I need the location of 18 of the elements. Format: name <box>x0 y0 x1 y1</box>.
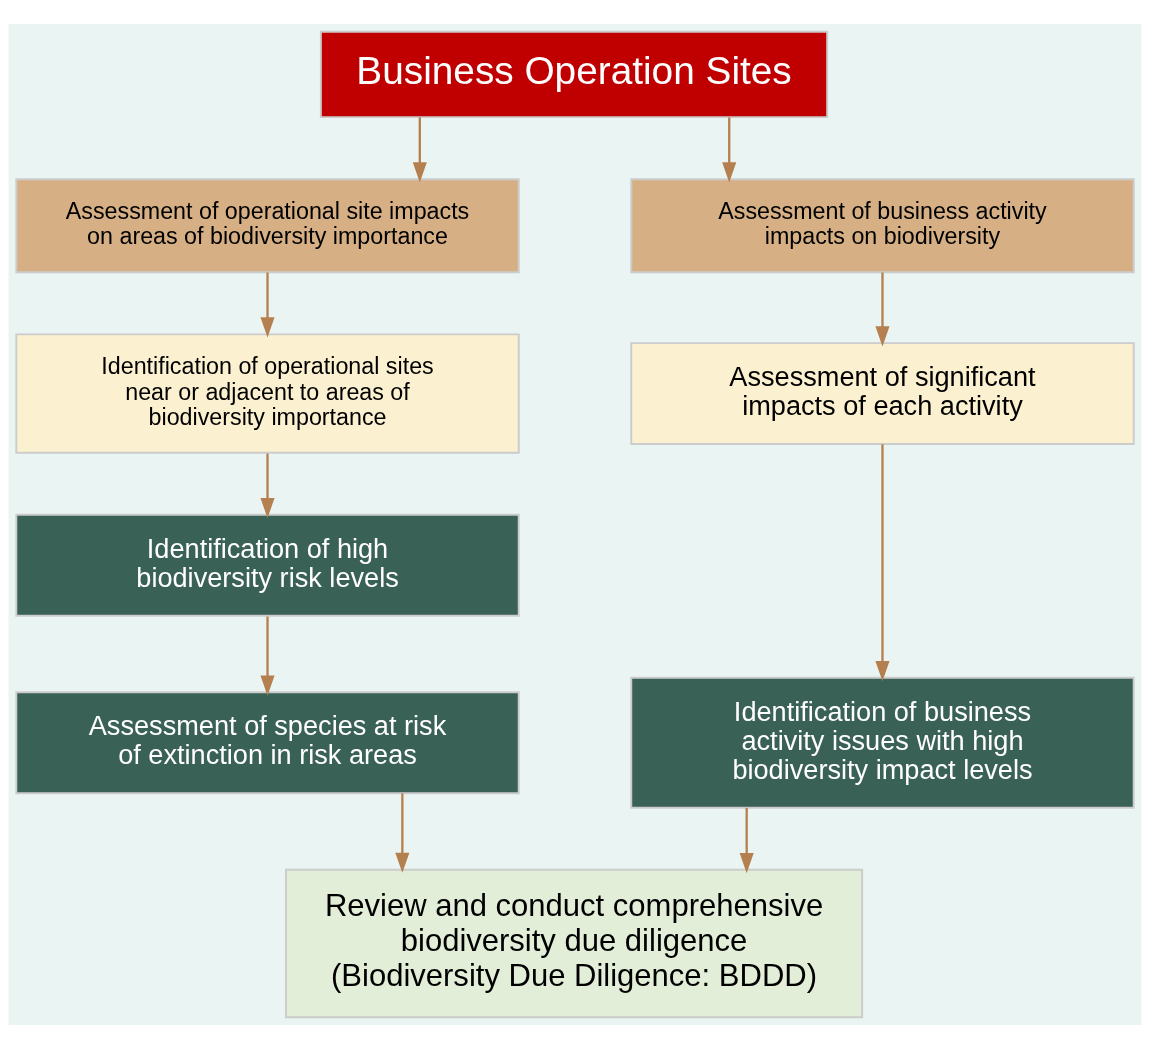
node-box: Identification of business activity issues with high biodiversity impact levels <box>630 676 1135 809</box>
arrow <box>875 443 890 681</box>
arrow <box>412 116 427 182</box>
node-box: Assessment of business activity impacts on biodiversity <box>630 177 1135 273</box>
node-box: Assessment of species at risk of extinction in risk areas <box>15 690 520 794</box>
node-box: Assessment of significant impacts of each activity <box>630 341 1135 445</box>
arrow <box>260 453 275 518</box>
node-box: Identification of high biodiversity risk levels <box>15 513 520 617</box>
arrow <box>722 116 737 182</box>
arrow <box>260 616 275 696</box>
arrow <box>739 807 754 873</box>
node-box: Assessment of operational site impacts on areas of biodiversity importance <box>15 177 520 273</box>
arrow <box>395 792 410 873</box>
node-box: Identification of operational sites near or adjacent to areas of biodiversity importance <box>15 332 520 454</box>
node-box: Business Operation Sites <box>319 30 829 118</box>
node-box: Review and conduct comprehensive biodiversity due diligence (Biodiversity Due Diligence: BDDD) <box>284 868 864 1018</box>
arrow <box>260 272 275 337</box>
arrow <box>875 272 890 346</box>
